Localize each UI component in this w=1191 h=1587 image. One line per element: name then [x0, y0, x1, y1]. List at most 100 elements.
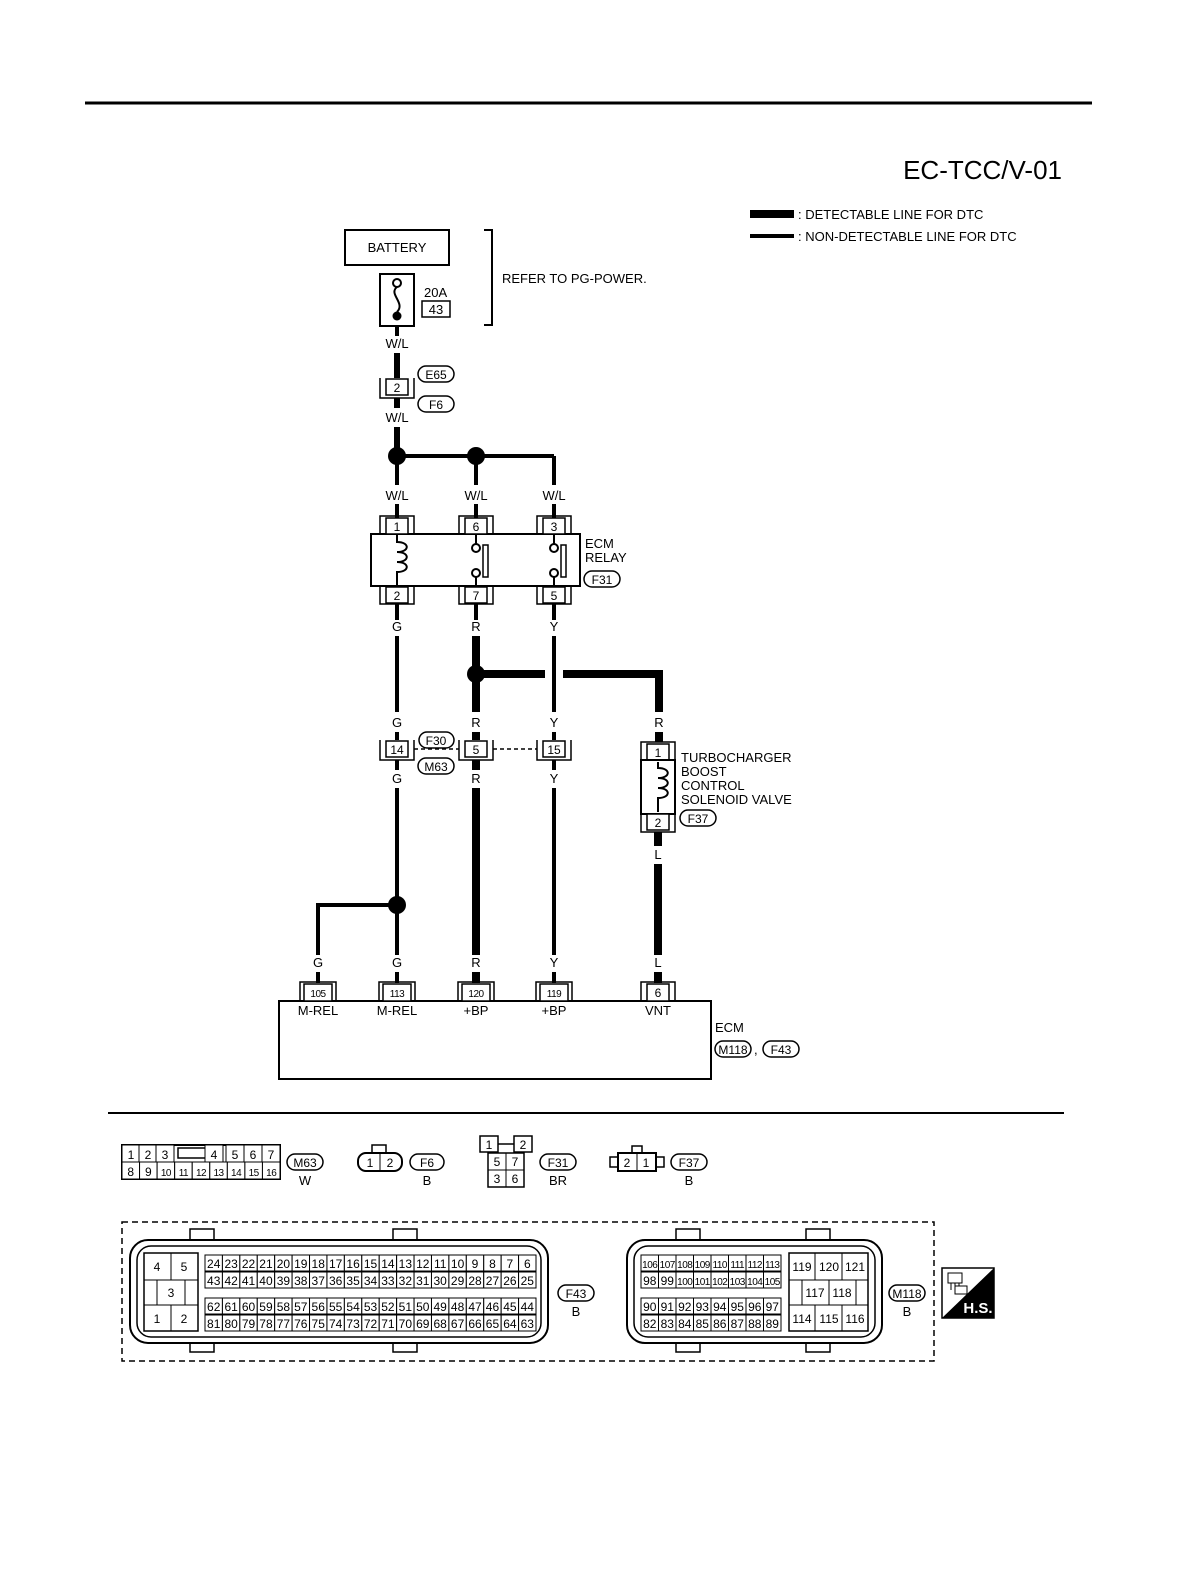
f6-pin-2: 2 [387, 1156, 394, 1170]
f43-pin-38-label: 38 [294, 1274, 308, 1288]
m118-pin-91-label: 91 [661, 1300, 675, 1314]
connector-view-tag-f31 [539, 1153, 577, 1171]
m118-pin-86-label: 86 [713, 1317, 727, 1331]
wire-label-wl-3: W/L [385, 488, 408, 503]
m118-pin-111-label: 111 [730, 1260, 745, 1271]
wire-label-g-5: G [392, 955, 402, 970]
ecm-relay-label-1: ECM [585, 536, 614, 551]
f43-pin-81-label: 81 [207, 1317, 221, 1331]
m118-pin-93-label: 93 [696, 1300, 710, 1314]
f43-pin-43-label: 43 [207, 1274, 221, 1288]
f43-pin-49-label: 49 [434, 1300, 448, 1314]
f43-pin-56-label: 56 [312, 1300, 326, 1314]
connector-view-tag-f6 [409, 1153, 445, 1171]
ecm-pin-113 [382, 983, 412, 1002]
f43-pin-39-label: 39 [277, 1274, 291, 1288]
relay-switch-2-contact-top [549, 543, 559, 553]
m63-pin-11-label: 11 [179, 1168, 189, 1179]
hs-badge: H.S. [941, 1267, 995, 1319]
f43-pin-33-label: 33 [381, 1274, 395, 1288]
wire-g-branch-105 [316, 903, 397, 955]
connector-f30-pin-14-label: 14 [390, 743, 404, 757]
wire-label-r-3: R [654, 715, 663, 730]
fuse-element-icon [393, 286, 401, 313]
fuse-terminal-bottom [392, 311, 402, 321]
m118-pin-100-label: 100 [677, 1277, 693, 1288]
f43-pin-23-label: 23 [224, 1257, 238, 1271]
ecm-pins: 105 M-REL 113 M-REL 120 +BP 119 +BP 6 VN… [298, 981, 676, 1018]
m118-pin-82-label: 82 [643, 1317, 657, 1331]
connector-e65-f6-pin-label: 2 [394, 381, 401, 395]
relay-bottom-pin-2-label: 2 [394, 589, 401, 603]
f43-pin-31-label: 31 [416, 1274, 430, 1288]
connector-view-tag-m63-label: M63 [293, 1156, 317, 1170]
wire-label-l-1: L [654, 847, 661, 862]
connector-f30-pin-15-label: 15 [547, 743, 561, 757]
m63-pin-16-label: 16 [266, 1168, 277, 1179]
wire-label-wl-5: W/L [542, 488, 565, 503]
wire-label-l-2: L [654, 955, 661, 970]
f43-pin-45-label: 45 [503, 1300, 517, 1314]
connector-tag-f6-label: F6 [429, 398, 443, 412]
m118-pin-106-label: 106 [642, 1260, 658, 1271]
ecm-pin-119-cup [535, 981, 573, 1001]
connector-view-tag-f37 [670, 1153, 708, 1171]
f43-pin-59-label: 59 [259, 1300, 273, 1314]
fuse-rating: 20A [424, 285, 447, 300]
f43-pin-69-label: 69 [416, 1317, 430, 1331]
fuse-number: 43 [429, 302, 443, 317]
connector-tag-f31 [583, 570, 621, 588]
solenoid-pin-2-label: 2 [655, 816, 662, 830]
connector-view-tag-f6-label: F6 [420, 1156, 434, 1170]
ecm-connector-frame [121, 1221, 935, 1362]
f43-pin-32-label: 32 [399, 1274, 413, 1288]
f37-right-tab [655, 1156, 665, 1168]
f43-pin-52-label: 52 [381, 1300, 395, 1314]
ecm-pin-119-name: +BP [542, 1003, 567, 1018]
m118-pin-94-label: 94 [713, 1300, 727, 1314]
ecm-pin-6-name: VNT [645, 1003, 671, 1018]
m118-pin-110-label: 110 [713, 1260, 728, 1271]
ecm-pin-6-label: 6 [655, 986, 662, 1000]
f43-pin-65-label: 65 [486, 1317, 500, 1331]
relay-bottom-pin-7-label: 7 [473, 589, 480, 603]
m118-pin-89-label: 89 [766, 1317, 780, 1331]
solenoid-label-2: BOOST [681, 764, 727, 779]
connector-tag-f37 [679, 809, 717, 827]
connector-view-m63-color: W [299, 1173, 312, 1188]
f43-pin-55-label: 55 [329, 1300, 343, 1314]
f43-pin-36-label: 36 [329, 1274, 343, 1288]
f43-pin-53-label: 53 [364, 1300, 378, 1314]
wire-label-y-3: Y [550, 771, 559, 786]
solenoid-valve: 1 2 [640, 741, 676, 833]
connector-view-tag-f37-label: F37 [679, 1156, 700, 1170]
connector-view-f37: 2 1 [609, 1145, 665, 1172]
f43-pin-28-label: 28 [468, 1274, 482, 1288]
m63-pin-15-label: 15 [249, 1168, 260, 1179]
f43-pin-64-label: 64 [503, 1317, 517, 1331]
f43-pin-9-label: 9 [472, 1257, 479, 1271]
m63-pin-2-label: 2 [145, 1148, 152, 1162]
f43-pin-42-label: 42 [224, 1274, 238, 1288]
f43-pin-22-label: 22 [242, 1257, 256, 1271]
connector-view-tag-m63 [286, 1153, 324, 1171]
ecm-pin-6-cup [640, 981, 676, 1001]
f43-lb-pin-1: 1 [154, 1312, 161, 1326]
m118-pin-92-label: 92 [678, 1300, 692, 1314]
m118-pin-96-label: 96 [748, 1300, 762, 1314]
m118-pin-105-label: 105 [765, 1277, 781, 1288]
connector-tag-m118-label: M118 [718, 1043, 747, 1057]
fuse-number-box [421, 300, 451, 318]
f31-pin-6: 6 [512, 1172, 519, 1186]
relay-top-pin-6-label: 6 [473, 520, 480, 534]
f43-pin-13-label: 13 [399, 1257, 413, 1271]
connector-view-tag-m118-label: M118 [892, 1287, 921, 1301]
connector-view-m118-color: B [903, 1304, 912, 1319]
connector-view-f31-color: BR [549, 1173, 567, 1188]
f43-pin-44-label: 44 [521, 1300, 535, 1314]
connector-tag-e65 [417, 365, 455, 383]
f31-pin-3: 3 [494, 1172, 501, 1186]
m118-pin-107-label: 107 [660, 1260, 676, 1271]
connector-view-f6: 1 2 [357, 1144, 403, 1172]
m63-pin-8-label: 8 [127, 1165, 134, 1179]
